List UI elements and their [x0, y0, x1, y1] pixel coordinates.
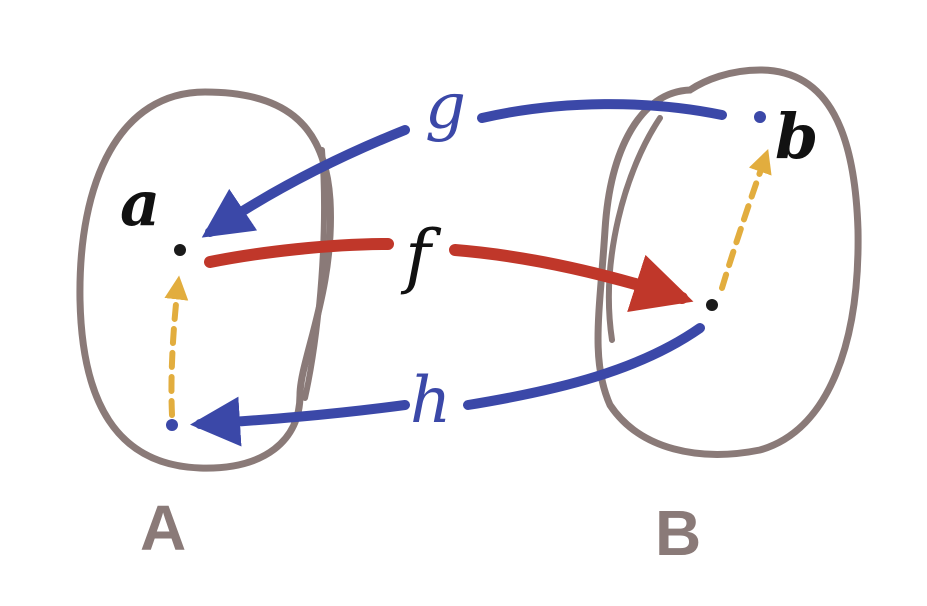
- map-h: [190, 323, 705, 447]
- point-B-middle: [706, 299, 718, 311]
- label-f: f: [400, 215, 442, 297]
- set-A: [76, 88, 334, 472]
- map-h-arrow-left: [190, 396, 410, 447]
- label-g: g: [425, 70, 466, 144]
- point-b: [754, 111, 766, 123]
- map-g: [201, 99, 727, 238]
- map-f: [204, 238, 694, 312]
- map-g-arrow-left: [201, 125, 410, 238]
- map-h-arrow-right: [463, 323, 705, 410]
- set-B-outline: [594, 66, 862, 458]
- set-B: [594, 66, 862, 458]
- set-B-inner-stroke: [605, 115, 663, 343]
- label-a: a: [120, 167, 160, 240]
- point-a: [174, 244, 186, 256]
- map-f-arrow-left: [204, 238, 394, 268]
- set-A-outline: [76, 88, 334, 472]
- label-h: h: [410, 364, 451, 438]
- point-A-lower: [166, 419, 178, 431]
- label-b: b: [775, 100, 818, 173]
- label-set-B: B: [655, 497, 701, 569]
- map-g-arrow-right: [477, 99, 727, 123]
- map-f-arrow-right: [449, 244, 694, 312]
- dashed-arrow-in-B: [719, 148, 772, 291]
- set-A-inner-stroke: [302, 147, 327, 401]
- dashed-arrow-in-A: [164, 275, 189, 418]
- label-set-A: A: [140, 492, 186, 564]
